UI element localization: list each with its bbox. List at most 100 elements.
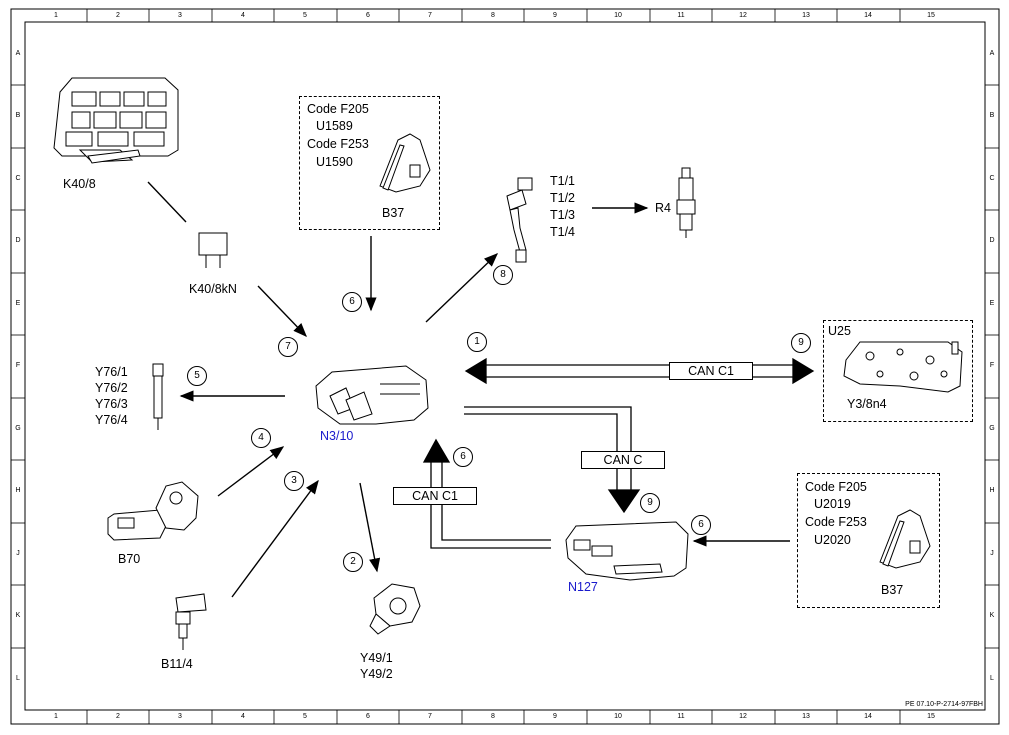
col-label-2: 2 [116,12,120,19]
row-label-b-right: B [989,112,995,119]
marker-2: 2 [343,552,363,572]
r4-spark-plug [676,167,696,238]
n3-10-control-unit [315,365,429,425]
row-label-k: K [15,612,21,619]
col-label-10: 10 [614,12,622,19]
code-top-line4: U1590 [316,155,353,169]
bus-label-can-c1-right: CAN C1 [669,362,753,380]
row-label-e: E [15,300,21,307]
arrow-3 [231,479,319,598]
col-label-3: 3 [178,12,182,19]
label-y3-8n4: Y3/8n4 [847,397,887,411]
col-label-6: 6 [366,12,370,19]
col-label-8: 8 [491,12,495,19]
label-b37-top: B37 [382,206,405,220]
marker-1: 1 [467,332,487,352]
row-label-g-right: G [989,425,995,432]
b37-pedal-bottom [879,509,931,569]
row-label-f-right: F [989,362,995,369]
col-label-5-bottom: 5 [303,713,307,720]
col-label-11-bottom: 11 [677,713,685,720]
marker-9-top: 9 [791,333,811,353]
col-label-3-bottom: 3 [178,713,182,720]
col-label-5: 5 [303,12,307,19]
frame-ticks [11,9,999,724]
col-label-9: 9 [553,12,557,19]
row-label-d-right: D [989,237,995,244]
marker-5: 5 [187,366,207,386]
row-label-k-right: K [989,612,995,619]
label-y49-2: Y49/2 [360,667,393,681]
label-n3-10: N3/10 [320,429,354,443]
col-label-1: 1 [54,12,58,19]
label-t1-1: T1/1 [550,174,576,188]
row-label-f: F [15,362,21,369]
k40-8kn-relay [198,232,228,268]
row-label-l: L [16,675,20,682]
col-label-14: 14 [864,12,872,19]
col-label-15: 15 [927,12,935,19]
code-bottom-line3: Code F253 [805,515,867,529]
label-r4: R4 [655,201,671,215]
arrow-7 [257,285,307,338]
row-label-g: G [15,425,21,432]
label-b37-bottom: B37 [881,583,904,597]
label-t1-2: T1/2 [550,191,576,205]
col-label-7-bottom: 7 [428,713,432,720]
label-u25: U25 [828,324,851,338]
row-label-d: D [15,237,21,244]
col-label-4-bottom: 4 [241,713,245,720]
label-b70: B70 [118,552,141,566]
col-label-11: 11 [677,12,685,19]
k40-8-fuse-box [53,77,179,164]
col-label-1-bottom: 1 [54,713,58,720]
marker-6-top: 6 [342,292,362,312]
col-label-14-bottom: 14 [864,713,872,720]
u25-valve-body [843,341,963,393]
code-top-line2: U1589 [316,119,353,133]
row-label-c: C [15,175,21,182]
row-label-j-right: J [990,550,994,557]
label-t1-4: T1/4 [550,225,576,239]
b70-crank-sensor [107,481,199,541]
col-label-13: 13 [802,12,810,19]
label-y49-1: Y49/1 [360,651,393,665]
col-label-2-bottom: 2 [116,713,120,720]
marker-6-mid: 6 [453,447,473,467]
col-label-4: 4 [241,12,245,19]
arrow-4 [217,446,285,497]
marker-6-right: 6 [691,515,711,535]
t1-ignition-coil [506,177,533,263]
col-label-8-bottom: 8 [491,713,495,720]
col-label-13-bottom: 13 [802,713,810,720]
label-t1-3: T1/3 [550,208,576,222]
code-bottom-line1: Code F205 [805,480,867,494]
marker-7: 7 [278,337,298,357]
label-n127: N127 [568,580,598,594]
n127-control-unit [565,521,689,581]
b37-pedal-top [379,133,431,193]
marker-3: 3 [284,471,304,491]
row-label-h-right: H [989,487,995,494]
label-y76-1: Y76/1 [95,365,128,379]
code-bottom-line2: U2019 [814,497,851,511]
col-label-10-bottom: 10 [614,713,622,720]
col-label-12-bottom: 12 [739,713,747,720]
code-top-line1: Code F205 [307,102,369,116]
k40-8-link [147,181,187,223]
arrow-8 [425,253,499,323]
label-y76-2: Y76/2 [95,381,128,395]
row-label-a-right: A [989,50,995,57]
row-label-j: J [16,550,20,557]
code-box-bottom [797,473,940,608]
row-label-b: B [15,112,21,119]
label-y76-4: Y76/4 [95,413,128,427]
bus-label-can-c: CAN C [581,451,665,469]
marker-4: 4 [251,428,271,448]
row-label-a: A [15,50,21,57]
y76-injector [152,363,164,430]
y49-camshaft-magnet [369,583,421,635]
col-label-7: 7 [428,12,432,19]
